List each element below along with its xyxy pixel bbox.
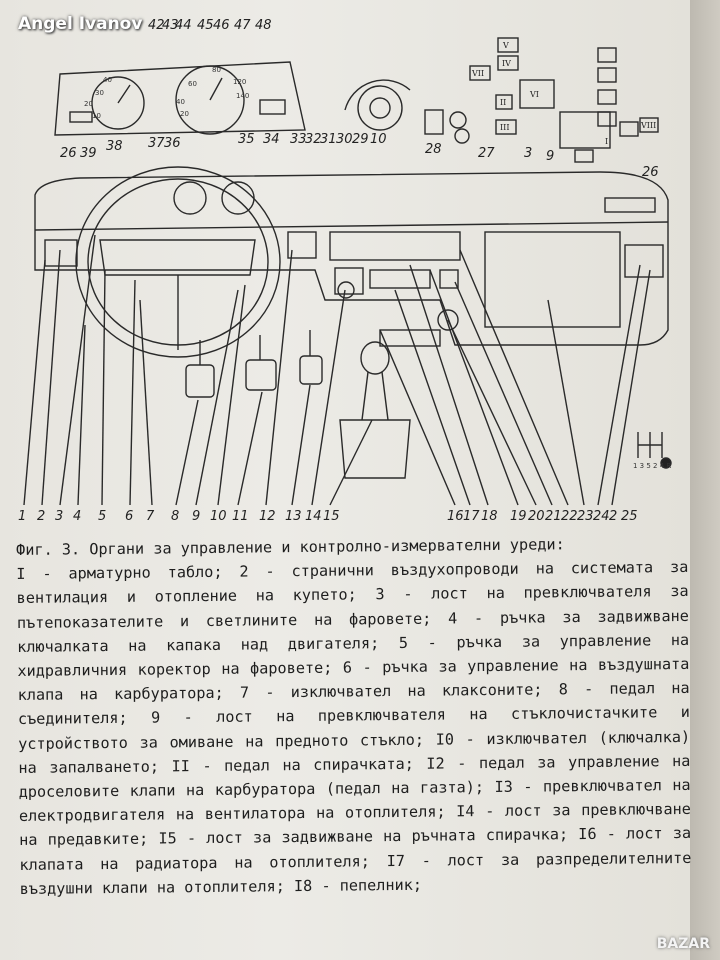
- figure-caption: Фиг. 3. Органи за управление и контролно…: [16, 531, 692, 901]
- callout-18: 18: [481, 509, 498, 524]
- cluster-callout-45: 45: [197, 18, 214, 33]
- switch-position-vi: VI: [529, 90, 539, 99]
- callout-27: 27: [478, 146, 495, 161]
- callout-35: 35: [238, 132, 255, 147]
- switch-position-ii: II: [500, 98, 506, 107]
- callout-39: 39: [80, 146, 97, 161]
- callout-20: 20: [528, 509, 545, 524]
- callout-13: 13: [285, 509, 302, 524]
- callout-25: 25: [621, 509, 638, 524]
- callout-16: 16: [447, 509, 464, 524]
- callout-14: 14: [305, 509, 322, 524]
- callout-37: 37: [148, 136, 165, 151]
- callout-38: 38: [106, 139, 123, 154]
- callout-7: 7: [146, 509, 155, 524]
- callout-26-right: 26: [642, 165, 659, 180]
- callout-30: 30: [336, 132, 353, 147]
- cluster-callout-48: 48: [255, 18, 272, 33]
- steering-wheel: [75, 166, 281, 358]
- svg-text:60: 60: [188, 80, 197, 88]
- instrument-cluster-inset: 30 40 20 10 60 80 120 140 40 20: [54, 61, 306, 136]
- watermark-text: Angel Ivanov: [18, 14, 143, 34]
- cluster-callout-44: 44: [175, 18, 192, 33]
- callout-9-top: 9: [546, 149, 554, 164]
- callout-23: 23: [577, 509, 594, 524]
- callout-10: 10: [210, 509, 227, 524]
- callout-24: 24: [593, 509, 610, 524]
- callout-11: 11: [232, 509, 249, 524]
- callout-19: 19: [510, 509, 527, 524]
- bazar-logo: BAZAR: [656, 936, 710, 952]
- cluster-callout-47: 47: [234, 18, 251, 33]
- callout-3: 3: [55, 509, 63, 524]
- switch-position-iv: IV: [502, 59, 511, 68]
- callout-1: 1: [18, 509, 26, 524]
- page-edge-shadow: [690, 0, 720, 960]
- callout-31: 31: [320, 132, 337, 147]
- callout-22: 22: [561, 509, 578, 524]
- callout-36: 36: [164, 136, 181, 151]
- callout-4: 4: [73, 509, 81, 524]
- gear-lever: [339, 341, 411, 479]
- callout-28: 28: [425, 142, 442, 157]
- svg-text:80: 80: [212, 66, 221, 74]
- caption-body: I - арматурно табло; 2 - странични възду…: [16, 558, 692, 898]
- callout-32: 32: [305, 132, 322, 147]
- callout-leader-lines: [23, 234, 651, 506]
- callout-2: 2: [37, 509, 45, 524]
- callout-34: 34: [263, 132, 280, 147]
- svg-text:20: 20: [84, 100, 93, 108]
- callout-17: 17: [463, 509, 480, 524]
- cluster-callout-46: 46: [213, 18, 230, 33]
- switch-position-viii: VIII: [640, 121, 656, 130]
- dashboard-outline: [34, 171, 669, 347]
- callout-2b: 2: [609, 509, 617, 524]
- svg-text:140: 140: [236, 92, 249, 100]
- cluster-callout-42: 42: [148, 18, 165, 33]
- callout-12: 12: [259, 509, 276, 524]
- callout-10-top: 10: [370, 132, 387, 147]
- callout-33: 33: [290, 132, 307, 147]
- svg-text:120: 120: [233, 78, 246, 86]
- cluster-callout-43: 43: [162, 18, 179, 33]
- svg-text:10: 10: [92, 112, 101, 120]
- svg-text:20: 20: [180, 110, 189, 118]
- svg-text:40: 40: [176, 98, 185, 106]
- gear-shift-pattern: 1 3 5 2 4 R: [633, 432, 672, 470]
- switch-position-i: I: [605, 137, 608, 146]
- callout-8: 8: [171, 509, 179, 524]
- switch-position-vii: VII: [471, 69, 484, 78]
- callout-15: 15: [323, 509, 340, 524]
- switch-position-v: V: [502, 41, 509, 50]
- callout-29: 29: [352, 132, 369, 147]
- column-switch-insets: V IV VII II III VI I VIII: [469, 37, 659, 163]
- callout-21: 21: [545, 509, 562, 524]
- callout-9: 9: [192, 509, 200, 524]
- callout-6: 6: [125, 509, 133, 524]
- ignition-lock-inset: [344, 79, 470, 144]
- svg-text:40: 40: [103, 76, 112, 84]
- callout-5: 5: [98, 509, 106, 524]
- pedals: [185, 330, 323, 398]
- callout-26-left: 26: [60, 146, 77, 161]
- callout-3-top: 3: [524, 146, 532, 161]
- switch-position-iii: III: [500, 123, 509, 132]
- svg-text:30: 30: [95, 89, 104, 97]
- gear-numbers: 1 3 5 2 4 R: [633, 462, 671, 470]
